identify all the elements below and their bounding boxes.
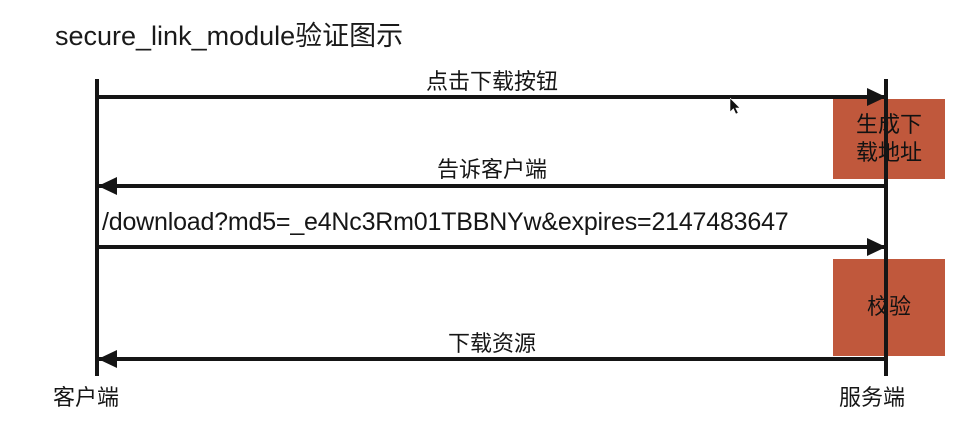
arrow-head-left-icon (98, 177, 117, 195)
action-box-verify-line1: 校验 (866, 294, 911, 320)
arrow-head-right-icon (867, 238, 886, 256)
action-box-generate-download-address: 生成下 载地址 (833, 99, 945, 179)
message-label-download-url: /download?md5=_e4Nc3Rm01TBBNYw&expires=2… (102, 208, 789, 236)
action-box-generate-line2: 载地址 (855, 140, 922, 165)
message-label-tell-client: 告诉客户端 (436, 157, 547, 182)
page-title: secure_link_module验证图示 (55, 21, 404, 51)
actor-label-server: 服务端 (839, 385, 906, 410)
action-box-verify: 校验 (833, 259, 945, 356)
actor-label-client: 客户端 (53, 385, 120, 410)
arrow-line (99, 357, 885, 361)
arrow-line (99, 184, 885, 188)
lifeline-client (95, 79, 99, 376)
mouse-pointer-icon (730, 98, 741, 115)
message-label-download-resource: 下载资源 (447, 331, 536, 356)
lifeline-server (884, 79, 888, 376)
arrow-line (99, 245, 885, 249)
arrow-line (99, 95, 885, 99)
arrow-head-right-icon (867, 88, 886, 106)
action-box-generate-line1: 生成下 (855, 111, 922, 137)
arrow-head-left-icon (98, 350, 117, 368)
message-label-click-download: 点击下载按钮 (425, 69, 558, 94)
